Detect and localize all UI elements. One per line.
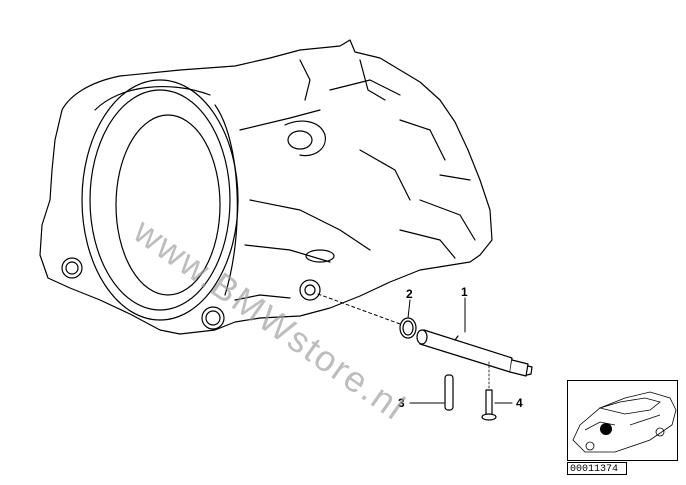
callout-4: 4 <box>516 396 523 410</box>
bolt-part <box>481 361 497 421</box>
diagram-reference-id: 00011374 <box>567 462 627 475</box>
transmission-housing <box>39 39 493 335</box>
callout-2-leader <box>407 299 411 319</box>
callout-2: 2 <box>406 287 413 301</box>
dowel-pin-part <box>444 374 454 411</box>
reference-car-view <box>572 391 677 453</box>
callout-3: 3 <box>398 396 405 410</box>
callout-1: 1 <box>461 285 468 299</box>
selector-shaft-part <box>416 329 533 377</box>
bolt-hole <box>61 257 83 279</box>
bolt-hole <box>201 306 225 330</box>
assembly-leader-line <box>317 293 401 325</box>
o-ring-part <box>399 317 417 339</box>
bolt-hole <box>299 279 321 301</box>
